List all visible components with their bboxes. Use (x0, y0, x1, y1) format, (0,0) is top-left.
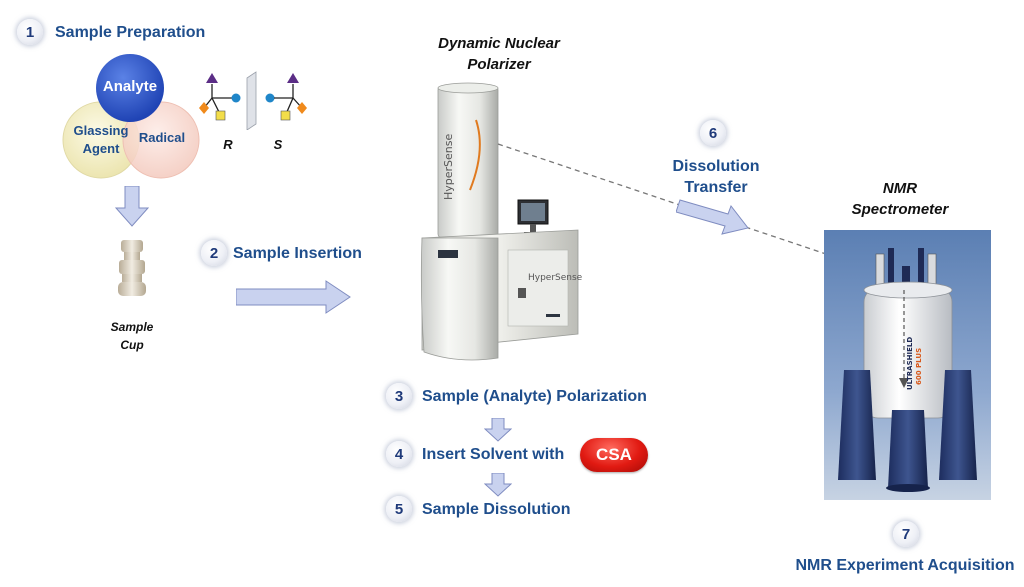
nmr-title-1: NMR (882, 180, 918, 197)
transfer-arrow-icon (676, 199, 749, 235)
step-6-label-1: Dissolution (672, 158, 760, 175)
square-icon (215, 110, 226, 121)
csa-badge: CSA (580, 438, 648, 472)
right-arrow-icon (236, 280, 351, 314)
sample-cup-caption-1: Sample (110, 320, 154, 334)
circle-icon (231, 93, 241, 103)
step-6-label-2: Transfer (684, 179, 748, 196)
step-3-label: Sample (Analyte) Polarization (422, 388, 647, 405)
nmr-spectrometer-image: ULTRASHIELD 600 PLUS (824, 230, 991, 500)
mirror-plane (246, 71, 257, 130)
sample-cup-caption-2: Cup (120, 338, 144, 352)
r-enantiomer-label: R (223, 137, 233, 152)
step-5-label: Sample Dissolution (422, 501, 571, 518)
analyte-label: Analyte (102, 78, 158, 95)
step-6-badge: 6 (700, 120, 726, 146)
polarizer-brand-front: HyperSense (528, 273, 583, 283)
radical-circle (122, 101, 200, 179)
transfer-line (497, 143, 827, 255)
sample-cup-image (118, 240, 146, 296)
step-3-badge: 3 (386, 383, 412, 409)
step-1-label: Sample Preparation (55, 24, 206, 41)
polarizer-title-1: Dynamic Nuclear (438, 35, 560, 52)
step-1-badge: 1 (17, 19, 43, 45)
enantiomer-molecules (199, 71, 307, 130)
step-2-badge: 2 (201, 240, 227, 266)
down-arrow-3-4-icon (484, 418, 512, 442)
triangle-icon (206, 73, 218, 83)
diamond-icon (199, 102, 209, 114)
s-enantiomer-label: S (273, 137, 283, 152)
step-7-badge: 7 (893, 521, 919, 547)
polarizer-brand-vertical: HyperSense (442, 133, 455, 200)
polarizer-image: HyperSense HyperSense (420, 82, 583, 361)
glassing-agent-label-1: Glassing (73, 123, 129, 138)
step-4-label: Insert Solvent with (422, 446, 565, 463)
nmr-model-text: 600 PLUS (915, 348, 923, 385)
step-4-badge: 4 (386, 441, 412, 467)
nmr-title-2: Spectrometer (851, 201, 949, 218)
polarizer-title-2: Polarizer (467, 56, 531, 73)
venn-diagram (62, 54, 200, 179)
analyte-circle (96, 54, 164, 122)
step-7-label: NMR Experiment Acquisition (795, 557, 1015, 574)
step-5-badge: 5 (386, 496, 412, 522)
down-arrow-4-5-icon (484, 473, 512, 497)
nmr-brand-text: ULTRASHIELD (906, 337, 914, 390)
down-arrow-icon (114, 186, 150, 227)
radical-label: Radical (138, 130, 186, 145)
glassing-agent-label-2: Agent (82, 141, 120, 156)
step-2-label: Sample Insertion (233, 245, 362, 262)
